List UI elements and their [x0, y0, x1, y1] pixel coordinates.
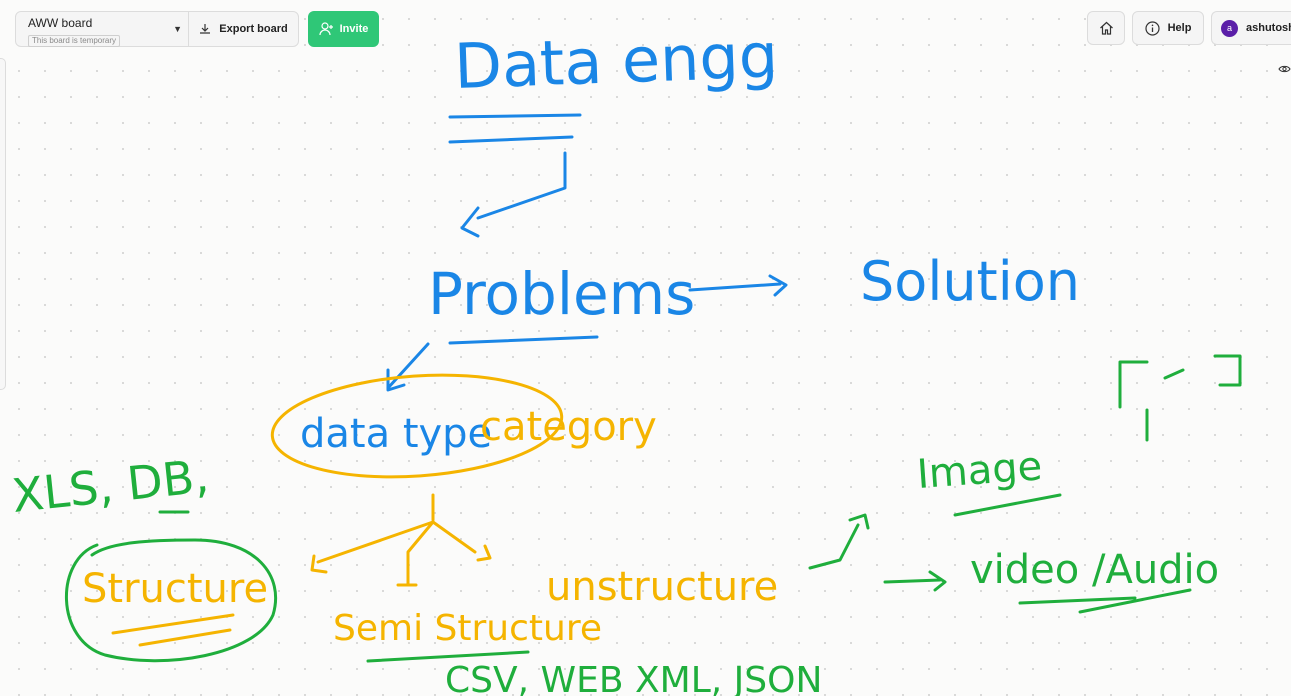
- green-ink-strokes: [65, 354, 1242, 663]
- canvas-text-layer: Data engg Problems Solution data type ca…: [10, 19, 1220, 696]
- export-board-label: Export board: [219, 23, 288, 35]
- canvas-image: Image: [915, 443, 1043, 498]
- invite-button[interactable]: Invite: [308, 11, 379, 47]
- download-icon: [200, 24, 211, 34]
- blue-ink-strokes: [386, 113, 788, 392]
- canvas-unstructure: unstructure: [546, 564, 778, 610]
- canvas-formats: CSV, WEB XML, JSON: [445, 660, 822, 696]
- orange-ink-strokes: [111, 373, 564, 647]
- avatar: a: [1221, 19, 1238, 37]
- invite-label: Invite: [339, 23, 369, 35]
- canvas-solution: Solution: [860, 250, 1080, 313]
- board-card: AWW board This board is temporary ▼ Expo…: [15, 11, 299, 47]
- add-user-icon: [319, 22, 333, 36]
- export-board-button[interactable]: Export board: [188, 12, 298, 46]
- canvas-category: category: [480, 404, 657, 450]
- board-name-dropdown[interactable]: AWW board This board is temporary ▼: [16, 12, 188, 47]
- user-name: ashutosh: [1246, 22, 1291, 34]
- eye-icon[interactable]: [1278, 64, 1291, 74]
- info-icon: [1144, 20, 1160, 36]
- board-status-badge: This board is temporary: [28, 35, 121, 47]
- canvas-structure: Structure: [82, 566, 268, 612]
- canvas-xls-db: XLS, DB,: [10, 449, 212, 523]
- canvas-title: Data engg: [453, 19, 779, 103]
- canvas-data-type: data type: [300, 411, 492, 457]
- user-menu-button[interactable]: a ashutosh: [1211, 11, 1291, 45]
- chevron-down-icon[interactable]: ▼: [173, 24, 182, 34]
- left-toolbar[interactable]: [0, 58, 6, 390]
- canvas-video-audio: video /Audio: [970, 547, 1219, 593]
- help-label: Help: [1167, 22, 1192, 34]
- canvas-problems: Problems: [428, 260, 695, 328]
- home-icon: [1099, 21, 1113, 35]
- canvas-semi-structure: Semi Structure: [333, 608, 602, 649]
- board-title: AWW board: [28, 16, 93, 30]
- home-button[interactable]: [1087, 11, 1125, 45]
- help-button[interactable]: Help: [1132, 11, 1204, 45]
